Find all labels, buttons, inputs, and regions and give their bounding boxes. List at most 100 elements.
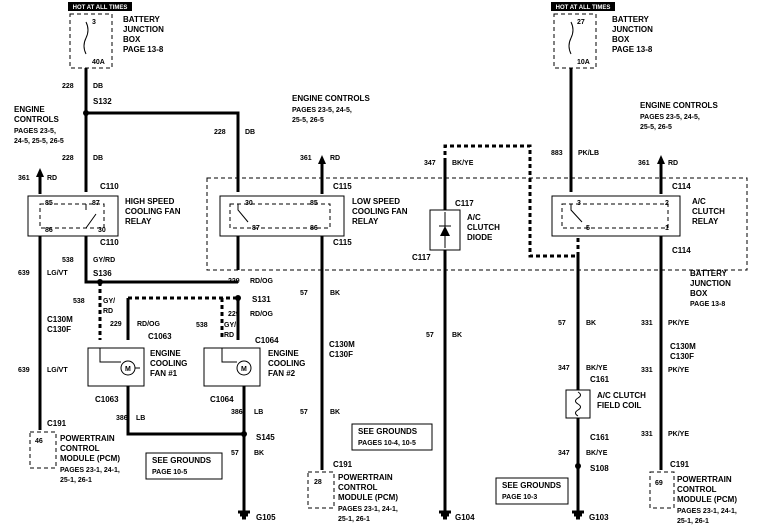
- pin-ls-85: 85: [310, 200, 318, 207]
- pin-ac-5: 5: [586, 225, 590, 232]
- wire-57-circuit-c: 57: [231, 450, 239, 457]
- svg-text:PAGE 13-8: PAGE 13-8: [612, 45, 653, 54]
- engine-cooling-fan-1: [87, 347, 145, 387]
- engine-controls-label-left: ENGINE CONTROLS PAGES 23-5, 24-5, 25-5, …: [14, 105, 64, 145]
- arrow-up-icon-361-left: [36, 168, 44, 177]
- connector-c117-top: C117: [455, 199, 474, 208]
- wire-57-circuit-b: 386: [231, 409, 243, 416]
- pin-hs-87: 87: [92, 200, 100, 207]
- splice-s108-dot: [575, 463, 581, 469]
- wire-228-color-a: DB: [93, 83, 103, 90]
- bjb-label-left: BATTERY JUNCTION BOX PAGE 13-8: [123, 15, 164, 54]
- wire-57-circuit-a: 386: [116, 415, 128, 422]
- wire-331-color-c: PK/YE: [668, 431, 689, 438]
- arrow-up-icon-361-middle: [318, 155, 326, 164]
- svg-text:ENGINE: ENGINE: [14, 105, 45, 114]
- fuse-rating-right: 10A: [577, 59, 590, 66]
- wire-361-color-b: RD: [330, 155, 340, 162]
- svg-text:ENGINE: ENGINE: [268, 349, 299, 358]
- wire-228-circuit-a: 228: [62, 83, 74, 90]
- bjb-label-right: BATTERY JUNCTION BOX PAGE 13-8: [612, 15, 653, 54]
- connector-c130f-middle: C130F: [329, 350, 353, 359]
- wire-639-color-b: LG/VT: [47, 367, 68, 374]
- see-grounds-box-2: [351, 423, 433, 451]
- ground-g103-label: G103: [589, 513, 609, 522]
- svg-text:FAN #2: FAN #2: [268, 369, 296, 378]
- connector-c130m-right: C130M: [670, 342, 696, 351]
- wire-639-circuit-a: 639: [18, 270, 30, 277]
- svg-text:SEE GROUNDS: SEE GROUNDS: [152, 456, 212, 465]
- connector-c1063-top: C1063: [148, 332, 172, 341]
- svg-text:MODULE (PCM): MODULE (PCM): [60, 454, 120, 463]
- pcm-label-right: POWERTRAIN CONTROL MODULE (PCM) PAGES 23…: [677, 475, 737, 525]
- wire-347-to-ac-relay: [443, 144, 580, 258]
- diode-line: [439, 212, 451, 248]
- pcm-box-middle: [307, 471, 335, 509]
- ground-icon-g104: [439, 510, 451, 520]
- connector-c130f-right: C130F: [670, 352, 694, 361]
- svg-text:MODULE (PCM): MODULE (PCM): [677, 495, 737, 504]
- wire-347-color-c: BK/YE: [586, 365, 608, 372]
- wire-228-circuit-c: 228: [214, 129, 226, 136]
- svg-text:PAGES 23-1, 24-1,: PAGES 23-1, 24-1,: [60, 467, 120, 474]
- pin-hs-85: 85: [45, 200, 53, 207]
- ac-clutch-field-coil-label: A/C CLUTCH FIELD COIL: [597, 391, 646, 410]
- pcm-box-left: [29, 431, 57, 469]
- wire-331-color-b: PK/YE: [668, 367, 689, 374]
- see-grounds-label-3: SEE GROUNDS PAGE 10-3: [502, 481, 562, 501]
- see-grounds-label-1: SEE GROUNDS PAGE 10-5: [152, 456, 212, 476]
- wire-228-color-c: DB: [245, 129, 255, 136]
- svg-text:CONTROL: CONTROL: [338, 483, 378, 492]
- svg-text:PAGE 13-8: PAGE 13-8: [123, 45, 164, 54]
- svg-text:COOLING: COOLING: [150, 359, 187, 368]
- bjb-label-side: BATTERY JUNCTION BOX PAGE 13-8: [690, 269, 731, 308]
- connector-c110-bottom: C110: [100, 238, 119, 247]
- connector-c161-top: C161: [590, 375, 610, 384]
- relay-switch-icon-ac: [570, 204, 583, 223]
- svg-text:PAGES 10-4, 10-5: PAGES 10-4, 10-5: [358, 440, 416, 447]
- wire-538-color-a: GY/RD: [93, 257, 115, 264]
- battery-junction-box-left: [69, 13, 113, 69]
- pin-ac-2: 2: [665, 200, 669, 207]
- wire-57-color-b: LB: [254, 409, 263, 416]
- svg-text:CONTROLS: CONTROLS: [14, 115, 60, 124]
- ac-clutch-diode-label: A/C CLUTCH DIODE: [467, 213, 500, 242]
- engine-controls-label-middle: ENGINE CONTROLS PAGES 23-5, 24-5, 25-5, …: [292, 94, 370, 124]
- svg-text:POWERTRAIN: POWERTRAIN: [60, 434, 115, 443]
- low-speed-cooling-fan-relay: [219, 195, 345, 237]
- svg-text:JUNCTION: JUNCTION: [123, 25, 164, 34]
- wire-538-color-c2: RD: [224, 332, 234, 339]
- wire-57-color-a: LB: [136, 415, 145, 422]
- wire-361-color-c: RD: [668, 160, 678, 167]
- wire-347-color-a: BK/YE: [452, 160, 474, 167]
- svg-text:A/C CLUTCH: A/C CLUTCH: [597, 391, 646, 400]
- motor-icon-fan2-m: M: [241, 366, 247, 373]
- relay-coil-outline-ac: [561, 203, 669, 229]
- connector-c115-bottom: C115: [333, 238, 352, 247]
- wire-386-color-a: BK: [330, 290, 340, 297]
- svg-text:MODULE (PCM): MODULE (PCM): [338, 493, 398, 502]
- splice-s131-label: S131: [252, 295, 271, 304]
- splice-s132-label: S132: [93, 97, 112, 106]
- splice-s145-dot: [241, 431, 247, 437]
- wire-347-circuit-b: 57: [558, 320, 566, 327]
- svg-text:A/C: A/C: [467, 213, 481, 222]
- fuse-number-left: 3: [92, 19, 96, 26]
- wire-331-circuit-b: 331: [641, 367, 653, 374]
- ac-clutch-relay-label: A/C CLUTCH RELAY: [692, 197, 725, 226]
- svg-text:PAGE 13-8: PAGE 13-8: [690, 301, 725, 308]
- low-speed-relay-label: LOW SPEED COOLING FAN RELAY: [352, 197, 408, 226]
- svg-text:SEE GROUNDS: SEE GROUNDS: [502, 481, 562, 490]
- svg-text:COOLING: COOLING: [268, 359, 305, 368]
- svg-text:24-5, 25-5, 26-5: 24-5, 25-5, 26-5: [14, 138, 64, 145]
- wire-229-circuit-b: 229: [110, 321, 122, 328]
- hot-at-all-times-header-right: [551, 2, 615, 11]
- svg-text:POWERTRAIN: POWERTRAIN: [677, 475, 732, 484]
- svg-text:CONTROL: CONTROL: [60, 444, 100, 453]
- svg-text:HIGH SPEED: HIGH SPEED: [125, 197, 175, 206]
- wire-639-color-a: LG/VT: [47, 270, 68, 277]
- pin-hs-86: 86: [45, 227, 53, 234]
- wire-229-circuit-a: 229: [228, 278, 240, 285]
- splice-s136-label: S136: [93, 269, 112, 278]
